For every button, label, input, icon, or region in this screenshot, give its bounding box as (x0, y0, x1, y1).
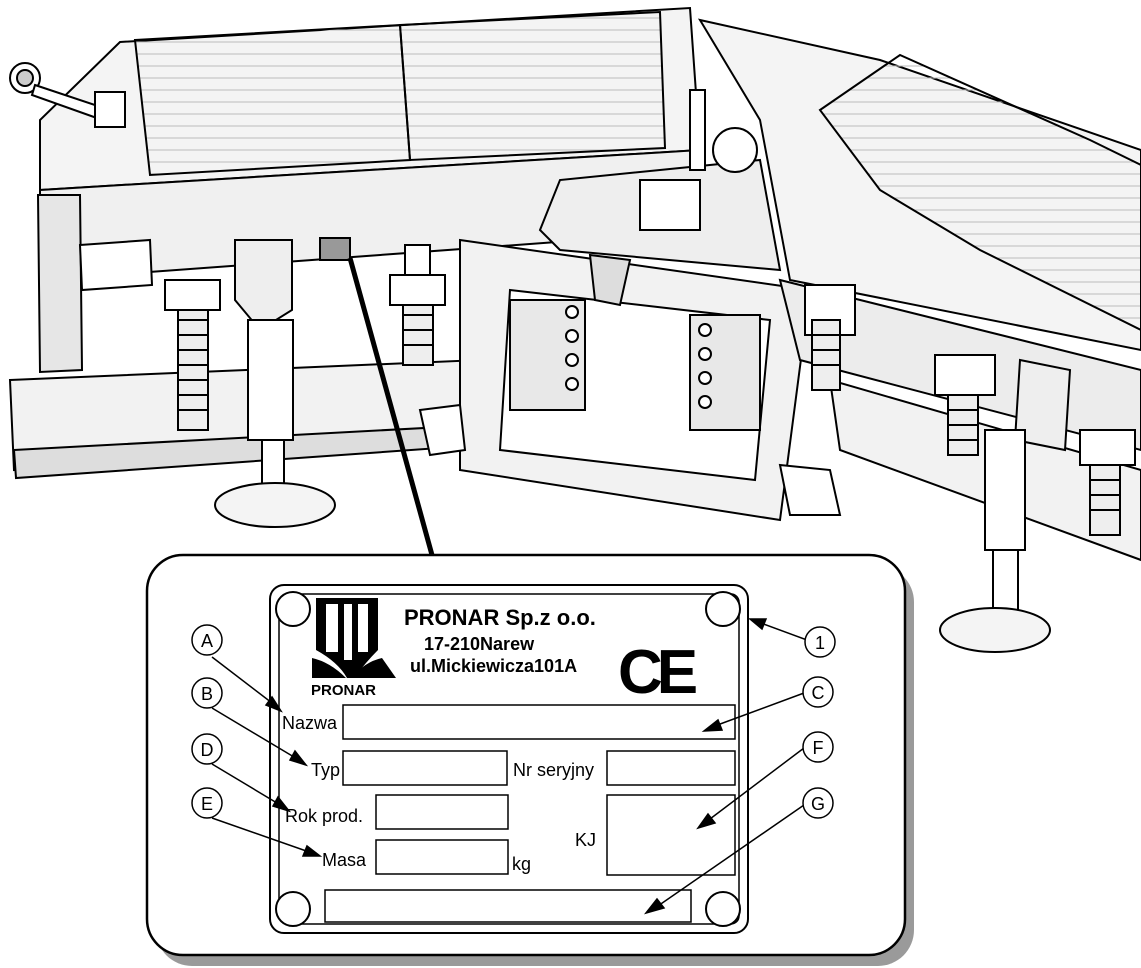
callout-c: C (802, 676, 834, 708)
right-jack-stand (939, 358, 1072, 653)
screw-hole-icon (275, 591, 311, 627)
callout-e: E (191, 787, 223, 819)
svg-text:G: G (811, 794, 825, 814)
left-blade (8, 6, 722, 480)
name-label: Nazwa (282, 713, 338, 733)
svg-text:1: 1 (815, 633, 825, 653)
lock-clamp-right (778, 463, 842, 516)
callout-a: A (191, 624, 223, 656)
svg-text:F: F (813, 738, 824, 758)
serial-field (606, 750, 736, 786)
bottom-field (324, 889, 692, 923)
year-field (375, 794, 509, 830)
ce-mark-icon: CE (618, 638, 696, 707)
hydraulic-block (538, 89, 782, 272)
svg-text:C: C (812, 683, 825, 703)
callout-1: 1 (804, 626, 836, 658)
mass-unit: kg (512, 854, 531, 874)
callout-d: D (191, 733, 223, 765)
logo-icon (312, 598, 396, 678)
address-line-2: ul.Mickiewicza101A (410, 656, 577, 676)
callout-leaders (211, 618, 808, 915)
lock-clamp-left (418, 403, 467, 457)
name-field (342, 704, 736, 740)
callout-g: G (802, 787, 834, 819)
svg-text:E: E (201, 794, 213, 814)
left-jack-stand (214, 239, 336, 528)
spring-right-1 (804, 284, 856, 391)
company-name: PRONAR Sp.z o.o. (404, 605, 596, 630)
screw-hole-icon (275, 891, 311, 927)
type-label: Typ (311, 760, 340, 780)
svg-text:D: D (201, 740, 214, 760)
central-mount-frame (459, 238, 812, 522)
plate-mount-icon (319, 237, 351, 261)
logo-text: PRONAR (311, 682, 376, 699)
callout-f: F (802, 731, 834, 763)
callout-b: B (191, 677, 223, 709)
spring-left-1 (164, 279, 221, 431)
svg-text:B: B (201, 684, 213, 704)
spring-right-2 (934, 354, 996, 456)
serial-label: Nr seryjny (513, 760, 594, 780)
kj-field (606, 794, 736, 876)
nameplate: PRONAR PRONAR Sp.z o.o. 17-210Narew ul.M… (269, 584, 749, 934)
screw-hole-icon (705, 591, 741, 627)
plate-leader-line (347, 257, 435, 556)
mass-label: Masa (322, 850, 367, 870)
mass-field (375, 839, 509, 875)
svg-text:A: A (201, 631, 213, 651)
spring-left-2 (389, 244, 446, 366)
kj-label: KJ (575, 830, 596, 850)
address-line-1: 17-210Narew (424, 634, 535, 654)
pivot-handle (9, 62, 126, 128)
spring-right-3 (1079, 429, 1136, 536)
type-field (342, 750, 508, 786)
year-label: Rok prod. (285, 806, 363, 826)
screw-hole-icon (705, 891, 741, 927)
